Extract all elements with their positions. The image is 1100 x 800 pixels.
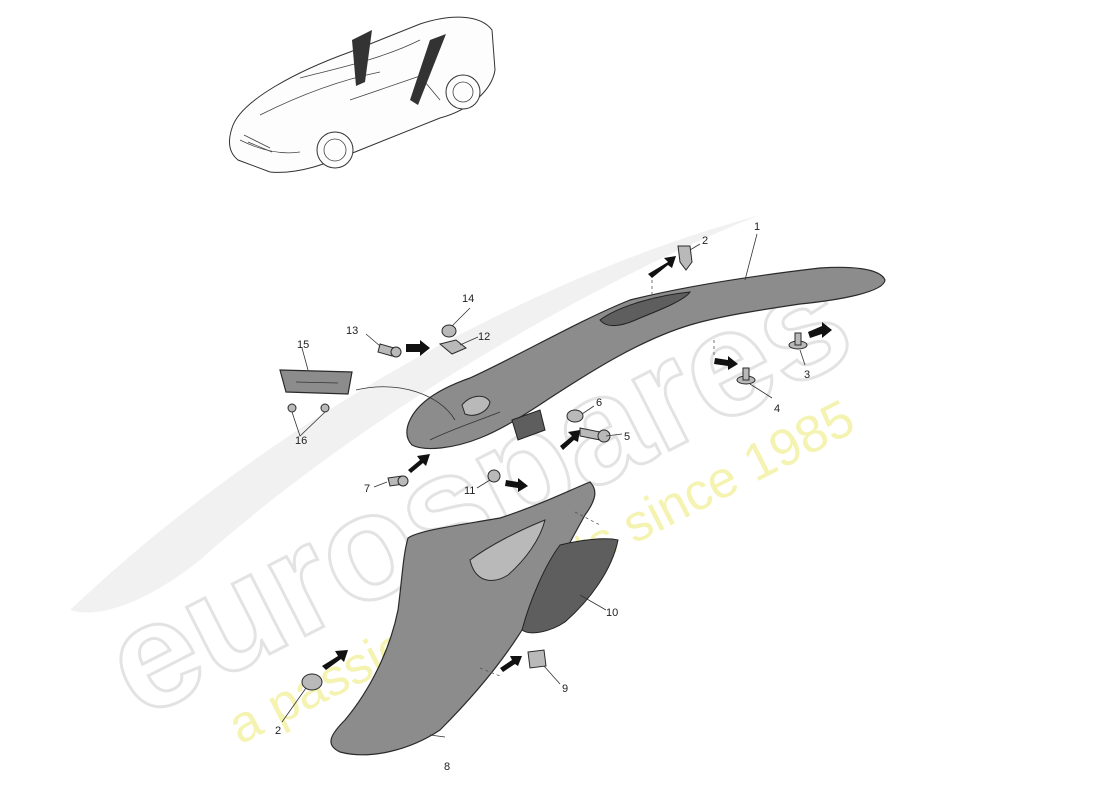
- callout-9: 9: [562, 683, 568, 695]
- callout-11: 11: [464, 485, 475, 497]
- callout-2-top: 2: [702, 235, 708, 247]
- fasteners: [287, 245, 808, 691]
- callout-13: 13: [346, 325, 358, 337]
- assembly-arrows: [322, 256, 832, 672]
- callout-2-bottom: 2: [275, 725, 281, 737]
- callout-8: 8: [444, 761, 450, 773]
- callout-10: 10: [606, 607, 618, 619]
- watermark-swoosh: [70, 215, 760, 613]
- vehicle-thumbnail: [229, 16, 496, 173]
- callout-16: 16: [295, 435, 307, 447]
- trim-panel-10: [521, 538, 619, 634]
- pillar-trim-upper: [406, 266, 886, 450]
- callout-3: 3: [804, 369, 810, 381]
- callout-4: 4: [774, 403, 780, 415]
- trim-bracket-15: [279, 369, 353, 395]
- callout-1: 1: [754, 221, 760, 233]
- callout-12: 12: [478, 331, 490, 343]
- callouts: 1 2 3 4 5 6 7 8 9 10 11 12 13 14 15 16 2: [275, 221, 810, 773]
- callout-15: 15: [297, 339, 309, 351]
- callout-7: 7: [364, 483, 370, 495]
- pillar-trim-lower: [330, 481, 596, 756]
- leader-lines: [281, 233, 806, 738]
- callout-14: 14: [462, 293, 474, 305]
- callout-6: 6: [596, 397, 602, 409]
- callout-5: 5: [624, 431, 630, 443]
